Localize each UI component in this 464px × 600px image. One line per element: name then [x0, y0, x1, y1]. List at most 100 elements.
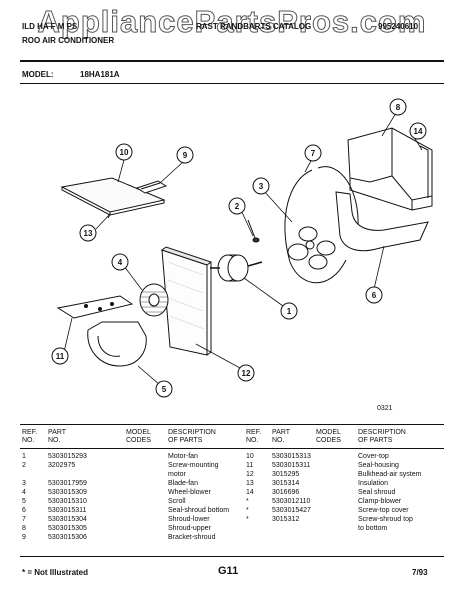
- cell-ref: 3: [22, 480, 26, 487]
- svg-text:5: 5: [162, 385, 167, 394]
- exploded-parts-diagram: 1 2 3 4 5 6 7 8 9 10 11 12 13 14 0321: [51, 98, 433, 412]
- model-number: 18HA181A: [80, 70, 120, 79]
- table-row: to bottom: [246, 524, 446, 533]
- svg-text:10: 10: [120, 148, 129, 157]
- cell-part: 5303015304: [48, 516, 87, 523]
- cell-part: 5303015427: [272, 507, 311, 514]
- cell-ref: 4: [22, 489, 26, 496]
- cell-ref: *: [246, 516, 249, 523]
- cell-part: 5303015293: [48, 453, 87, 460]
- cell-desc: Bulkhead-air system: [358, 471, 422, 478]
- cell-desc: Seal-shroud bottom: [168, 507, 230, 514]
- cell-desc: Bracket-shroud: [168, 534, 216, 541]
- callout-14: 14: [409, 122, 427, 140]
- svg-text:3: 3: [259, 182, 264, 191]
- callout-13: 13: [79, 224, 97, 242]
- header-catalog-title: RAST RANDBARTS CATALOG: [196, 22, 312, 31]
- cell-part: 5303017959: [48, 480, 87, 487]
- model-rule: [20, 83, 444, 84]
- cell-part: 5303015310: [48, 498, 87, 505]
- callout-6: 6: [365, 286, 383, 304]
- cell-desc: Screw-shroud top: [358, 516, 413, 523]
- screw-part: [247, 219, 260, 243]
- header-ref: REF.NO.: [22, 429, 38, 444]
- catalog-number: 995240610: [378, 22, 419, 31]
- cell-ref: 7: [22, 516, 26, 523]
- cell-desc: to bottom: [358, 525, 388, 532]
- cell-part: 5303015311: [272, 462, 311, 469]
- cell-ref: *: [246, 507, 249, 514]
- table-row: motor: [22, 470, 242, 479]
- callout-10: 10: [115, 143, 133, 161]
- header-line2: ROO AIR CONDITIONER: [22, 36, 115, 45]
- seal-shroud-bottom-part: [335, 191, 429, 252]
- cell-ref: 1: [22, 453, 26, 460]
- callout-7: 7: [304, 144, 322, 162]
- cell-ref: 9: [22, 534, 26, 541]
- cell-desc: Screw-mounting: [168, 462, 219, 469]
- cell-part: 5303012110: [272, 498, 311, 505]
- cell-part: 5303015311: [48, 507, 87, 514]
- table-row: 7 5303015304 Shroud-lower: [22, 515, 242, 524]
- blower-wheel-part: [139, 283, 169, 317]
- svg-text:14: 14: [414, 127, 423, 136]
- cell-desc: Seal-housing: [358, 462, 399, 469]
- callout-2: 2: [228, 197, 246, 215]
- cell-part: 3015295: [272, 471, 300, 478]
- header-rule: [20, 60, 444, 62]
- cell-ref: 8: [22, 525, 26, 532]
- cell-desc: Seal shroud: [358, 489, 396, 496]
- cell-part: 5303015313: [272, 453, 311, 460]
- bracket-shroud-part: [135, 180, 168, 194]
- table-bottom-rule: [20, 556, 444, 557]
- callout-5: 5: [155, 380, 173, 398]
- cell-part: 5303015306: [48, 534, 87, 541]
- svg-text:13: 13: [84, 229, 93, 238]
- svg-text:4: 4: [118, 258, 123, 267]
- callout-4: 4: [111, 253, 129, 271]
- table-header-rule: [20, 448, 444, 449]
- cell-desc: Shroud-upper: [168, 525, 211, 532]
- shroud-upper-part: [347, 127, 433, 211]
- svg-text:11: 11: [56, 352, 65, 361]
- figure-code: 0321: [377, 405, 393, 412]
- cell-part: 3015314: [272, 480, 300, 487]
- svg-text:9: 9: [183, 151, 188, 160]
- cell-part: 3016696: [272, 489, 300, 496]
- svg-text:2: 2: [235, 202, 240, 211]
- cell-desc: motor: [168, 471, 186, 478]
- callout-8: 8: [389, 98, 407, 116]
- cover-top-part: [60, 177, 166, 216]
- cell-ref: 14: [246, 489, 254, 496]
- table-top-rule: [20, 424, 444, 425]
- model-label: MODEL:: [22, 70, 54, 79]
- svg-text:7: 7: [311, 149, 316, 158]
- table-row: 14 3016696 Seal shroud: [246, 488, 446, 497]
- cell-desc: Motor-fan: [168, 453, 198, 460]
- cell-desc: Insulation: [358, 480, 388, 487]
- cell-desc: Scroll: [168, 498, 186, 505]
- callout-1: 1: [280, 302, 298, 320]
- cell-ref: 10: [246, 453, 254, 460]
- revision-date: 7/93: [412, 568, 428, 577]
- svg-text:6: 6: [372, 291, 377, 300]
- cell-desc: Shroud-lower: [168, 516, 210, 523]
